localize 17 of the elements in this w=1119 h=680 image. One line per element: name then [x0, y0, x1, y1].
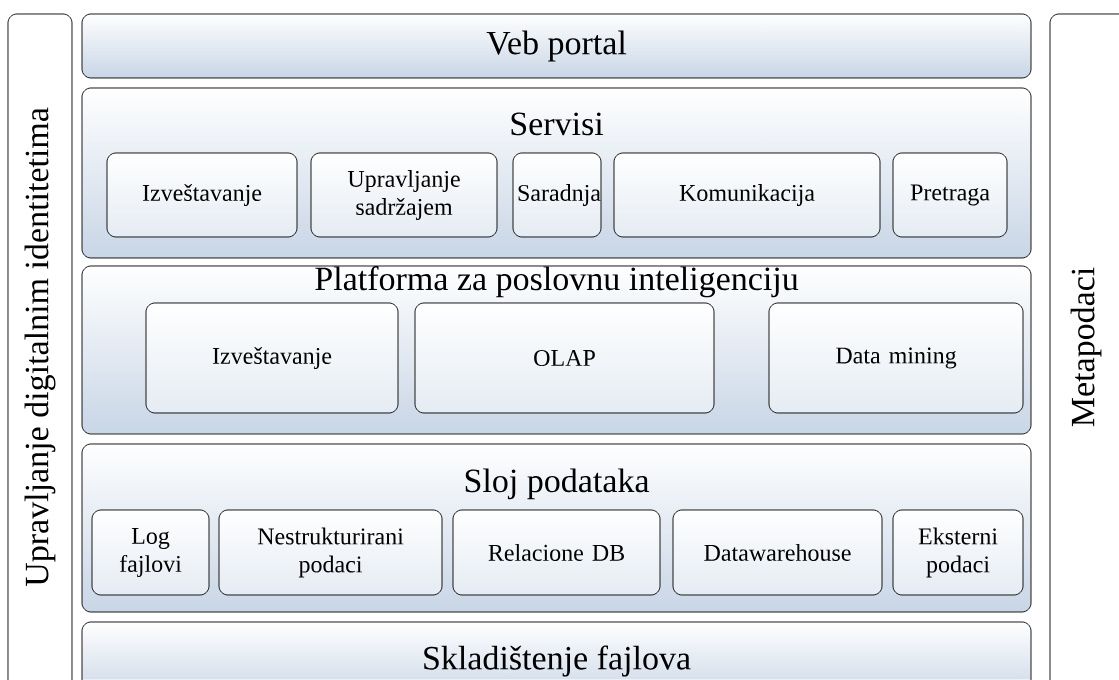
component-box: Eksterni podaci	[892, 509, 1024, 596]
side-band: Metapodaci	[1049, 13, 1119, 680]
component-box: Relacione DB	[452, 509, 661, 596]
component-box: Pretraga	[892, 152, 1008, 238]
side-band: Upravljanje digitalnim identitetima	[7, 13, 73, 680]
component-box: OLAP	[414, 302, 715, 414]
component-box: Data mining	[768, 302, 1024, 414]
component-box: Saradnja	[512, 152, 602, 238]
component-box: Log fajlovi	[91, 509, 210, 596]
component-box: Izveštavanje	[106, 152, 298, 238]
component-box: Izveštavanje	[145, 302, 399, 414]
component-box: Nestrukturirani podaci	[218, 509, 443, 596]
component-box: Datawarehouse	[672, 509, 883, 596]
layer-band: Veb portal	[81, 13, 1032, 79]
component-box: Upravljanje sadržajem	[310, 152, 498, 238]
component-box: Komunikacija	[613, 152, 881, 238]
layer-band: Skladištenje fajlova	[81, 621, 1032, 680]
